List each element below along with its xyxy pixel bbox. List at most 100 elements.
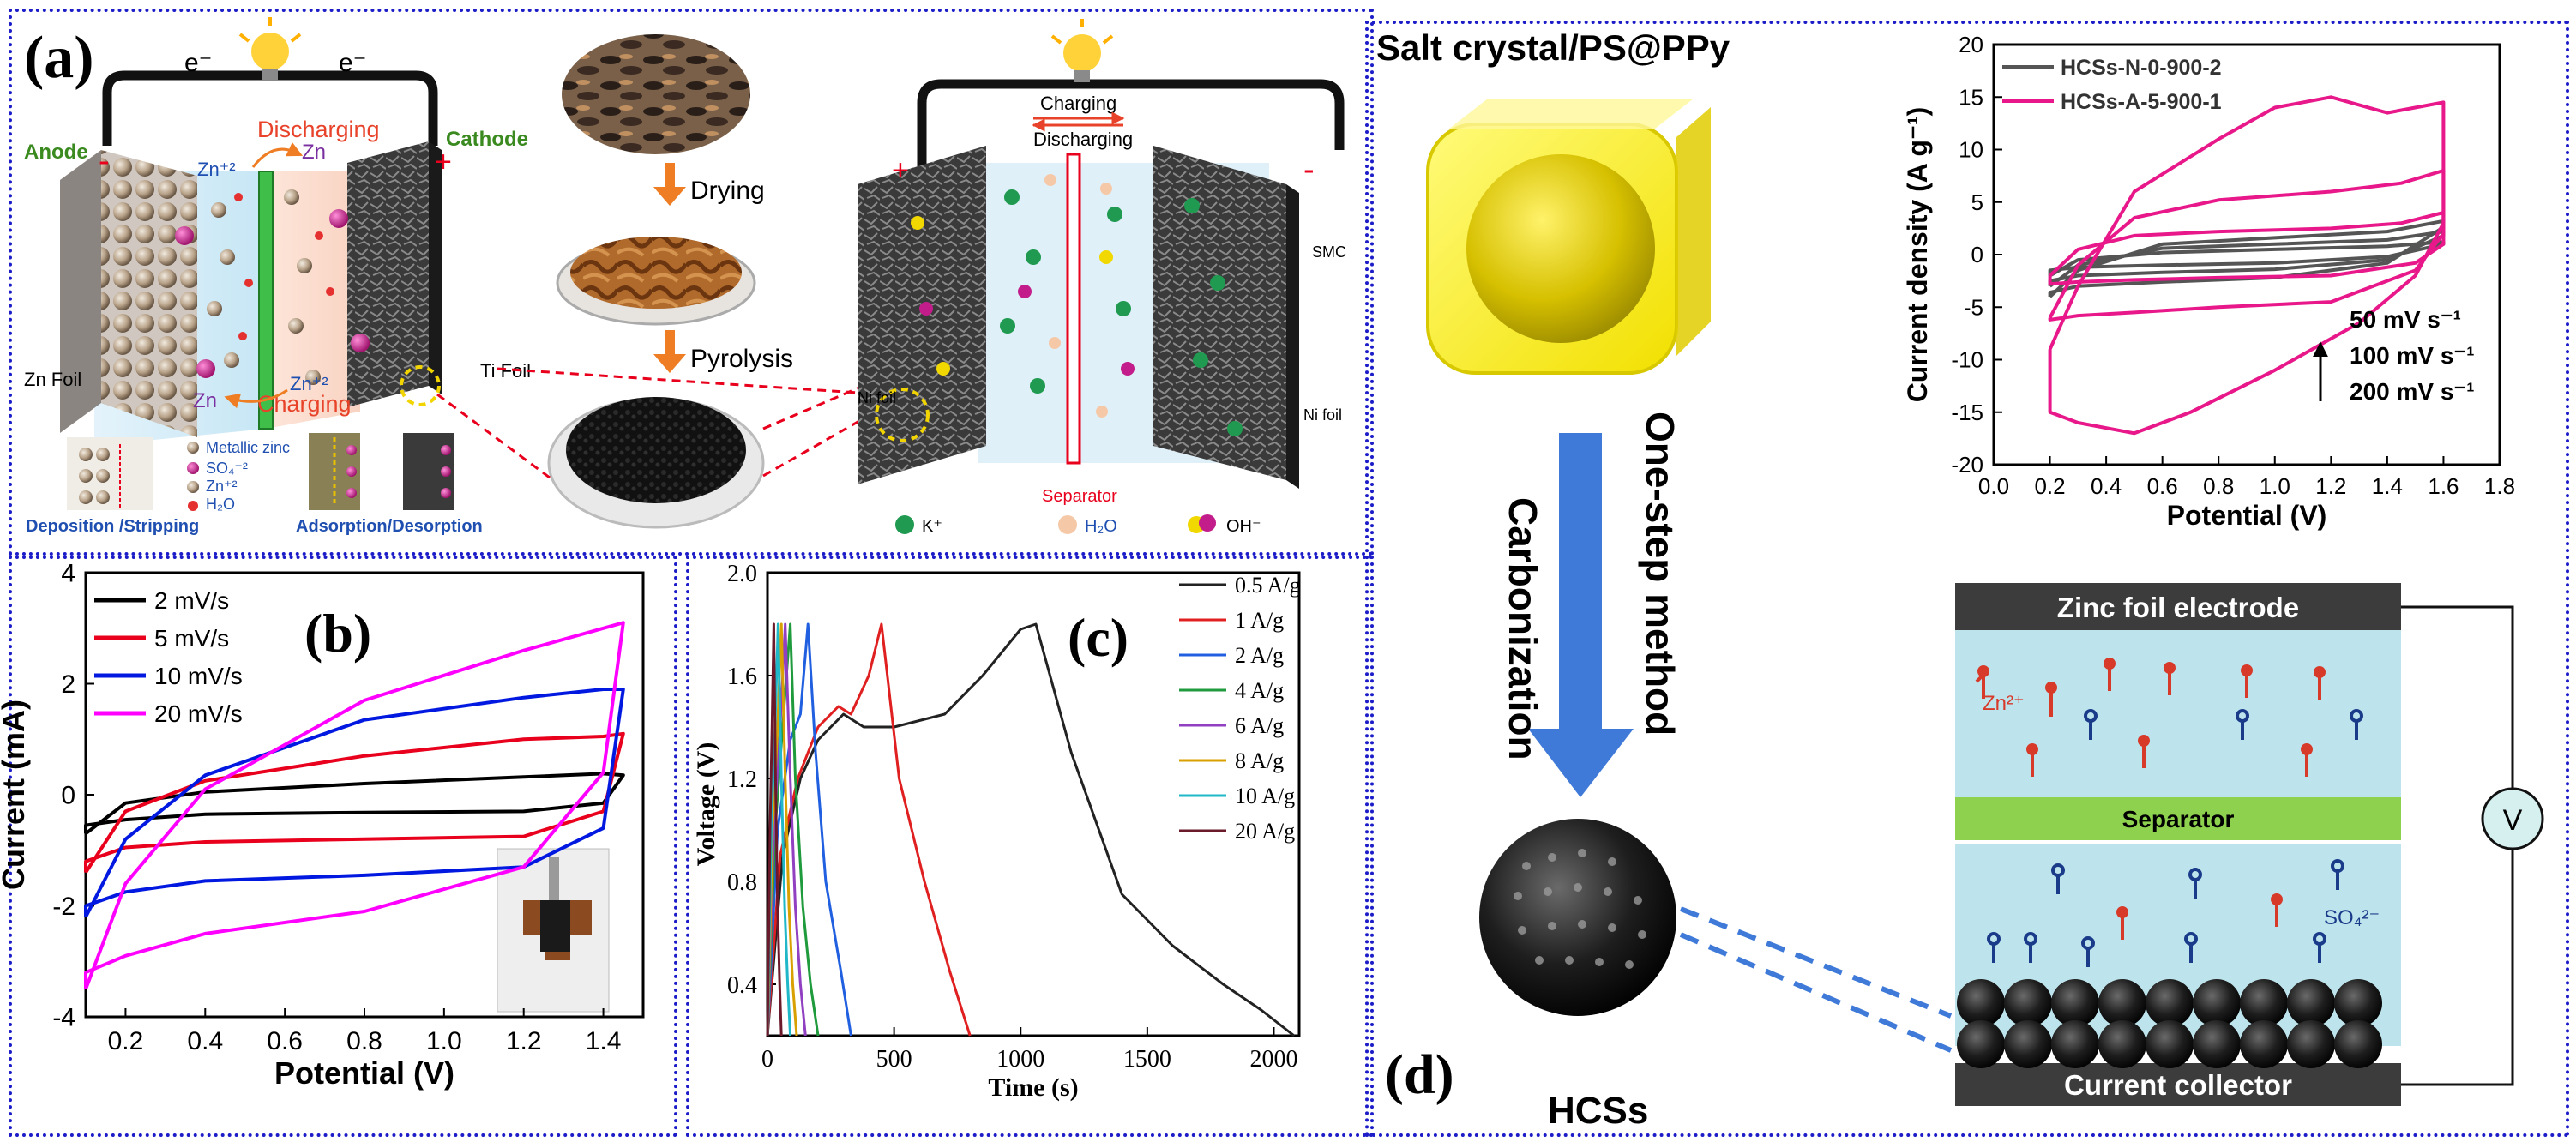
carbon-sphere-layer (1957, 979, 2382, 1068)
y-axis-label: Current density (A g⁻¹) (1902, 107, 1933, 403)
x-axis-label: Potential (V) (2167, 500, 2327, 531)
y-tick-label: 0 (61, 782, 75, 810)
legend-label-b: 2 mV/s (154, 587, 229, 614)
y-tick-label: 5 (1971, 189, 1983, 215)
x-tick-label: 0.4 (2091, 473, 2122, 499)
legend-a: Metallic zinc SO₄⁻² Zn⁺² H₂O Deposition … (26, 433, 483, 536)
panel-d: Salt crystal/PS@PPy Carbonization One-st… (1376, 27, 2544, 1132)
circuit-wire-bottom (2401, 849, 2514, 1086)
y-tick-label: 2 (61, 670, 75, 699)
x-tick-label: 1.2 (2315, 473, 2346, 499)
right-carbon-electrode (1153, 146, 1286, 480)
lightbulb-icon (238, 17, 302, 81)
hydroxide-label: OH⁻ (1226, 517, 1261, 536)
zoom-line-top (497, 367, 884, 396)
cathode-label: Cathode (446, 128, 528, 151)
zoom-line-left (436, 393, 554, 482)
x-tick-label: 0.8 (2203, 473, 2234, 499)
series-line-2 (84, 731, 625, 874)
smc-label: SMC (1312, 243, 1346, 261)
series-line-2-loop-3 (2048, 95, 2446, 436)
arrow-down-icon-2 (653, 354, 686, 373)
zinc-foil-label: Zinc foil electrode (2057, 592, 2299, 623)
adsorption-desorption-caption: Adsorption/Desorption (296, 517, 483, 536)
panel-a-label: (a) (24, 25, 94, 91)
deposition-stripping-caption: Deposition /Stripping (26, 517, 199, 536)
water-molecules-a (234, 193, 334, 340)
y-tick-label: -2 (52, 893, 75, 921)
x-tick-label: 1.0 (426, 1027, 462, 1055)
x-tick-label: 1000 (996, 1046, 1044, 1073)
legend-label-c: 6 A/g (1235, 713, 1284, 738)
legend-label-d: HCSs-N-0-900-2 (2061, 56, 2222, 80)
separator-membrane-right (1066, 153, 1081, 465)
y-tick-label: 0 (1971, 242, 1983, 267)
external-wire-right (917, 79, 1345, 171)
series-line-3 (84, 688, 625, 918)
separator-membrane-a (258, 171, 274, 430)
so4-label-d: SO₄²⁻ (2324, 906, 2380, 929)
ni-foil-right: Ni foil (1303, 406, 1342, 424)
k-ion-icon (895, 515, 914, 534)
y-tick-label: -15 (1951, 400, 1983, 425)
legend-label-c: 20 A/g (1235, 819, 1295, 844)
water-icon (1058, 515, 1077, 534)
electrolyte-cathode-side (266, 171, 360, 429)
carbonization-label: Carbonization (1501, 497, 1545, 760)
scan-rate-label: 50 mV s⁻¹ (2350, 306, 2461, 333)
x-tick-label: 0.4 (187, 1027, 223, 1055)
panel-b-frame (9, 556, 677, 1137)
x-tick-label: 1500 (1123, 1046, 1171, 1073)
panel-d-label: (d) (1385, 1043, 1454, 1106)
legend-label-c: 10 A/g (1235, 784, 1295, 808)
scan-rate-label: 100 mV s⁻¹ (2350, 342, 2475, 369)
x-tick-label: 0.6 (267, 1027, 303, 1055)
series-line-8 (766, 622, 783, 1037)
zoom-line-d-2 (1679, 932, 1953, 1053)
circuit-wire-top (2401, 605, 2514, 789)
pyrolysis-label: Pyrolysis (690, 345, 793, 373)
legend-label-c: 2 A/g (1235, 643, 1284, 668)
ti-foil-label: Ti Foil (480, 360, 531, 382)
zinc-ions-d (1975, 658, 2326, 940)
x-axis-label: Potential (V) (274, 1055, 454, 1091)
y-tick-label: 2.0 (727, 561, 757, 587)
series-line-6 (766, 622, 798, 1037)
ni-foil-left: Ni foil (858, 389, 896, 406)
legend-label-c: 8 A/g (1235, 748, 1284, 773)
zoom-line-d-1 (1679, 906, 1953, 1019)
y-tick-label: 1.6 (727, 664, 757, 690)
zn-top: Zn (302, 141, 326, 164)
sulfate-ions-d (1987, 709, 2363, 967)
anode-label: Anode (24, 141, 88, 164)
salt-crystal-cube (1426, 99, 1711, 375)
legend-metallic-zinc: Metallic zinc (206, 439, 290, 456)
x-axis-label: Time (s) (988, 1073, 1078, 1102)
k-ion-label: K⁺ (922, 517, 942, 536)
y-axis-label: Current (mA) (0, 700, 31, 890)
series-line-1 (84, 772, 625, 835)
charging-label-right: Charging (1040, 93, 1116, 114)
lightbulb-icon-2 (1050, 19, 1114, 82)
arrow-down-icon (653, 187, 686, 206)
voltmeter-icon (2481, 787, 2544, 850)
series-line-1 (766, 622, 1296, 1037)
y-tick-label: 1.2 (727, 766, 757, 793)
x-tick-label: 1.2 (506, 1027, 542, 1055)
panel-a-frame (9, 9, 1374, 556)
water-label: H₂O (1085, 517, 1117, 536)
x-tick-label: 0.0 (1978, 473, 2009, 499)
discharging-label: Discharging (257, 117, 380, 142)
y-tick-label: 15 (1959, 84, 1983, 110)
x-tick-label: 0.8 (346, 1027, 382, 1055)
zinc-anode-slab (101, 150, 197, 437)
current-collector-bar (1955, 1063, 2401, 1106)
electrode-zoom-circle (875, 388, 930, 442)
legend-sulfate: SO₄⁻² (206, 460, 248, 477)
series-line-4 (84, 621, 625, 990)
electron-right-label: e⁻ (339, 49, 367, 77)
panel-b-label: (b) (304, 603, 371, 664)
legend-label-c: 4 A/g (1235, 678, 1284, 703)
carbon-powder-dish (547, 397, 765, 529)
